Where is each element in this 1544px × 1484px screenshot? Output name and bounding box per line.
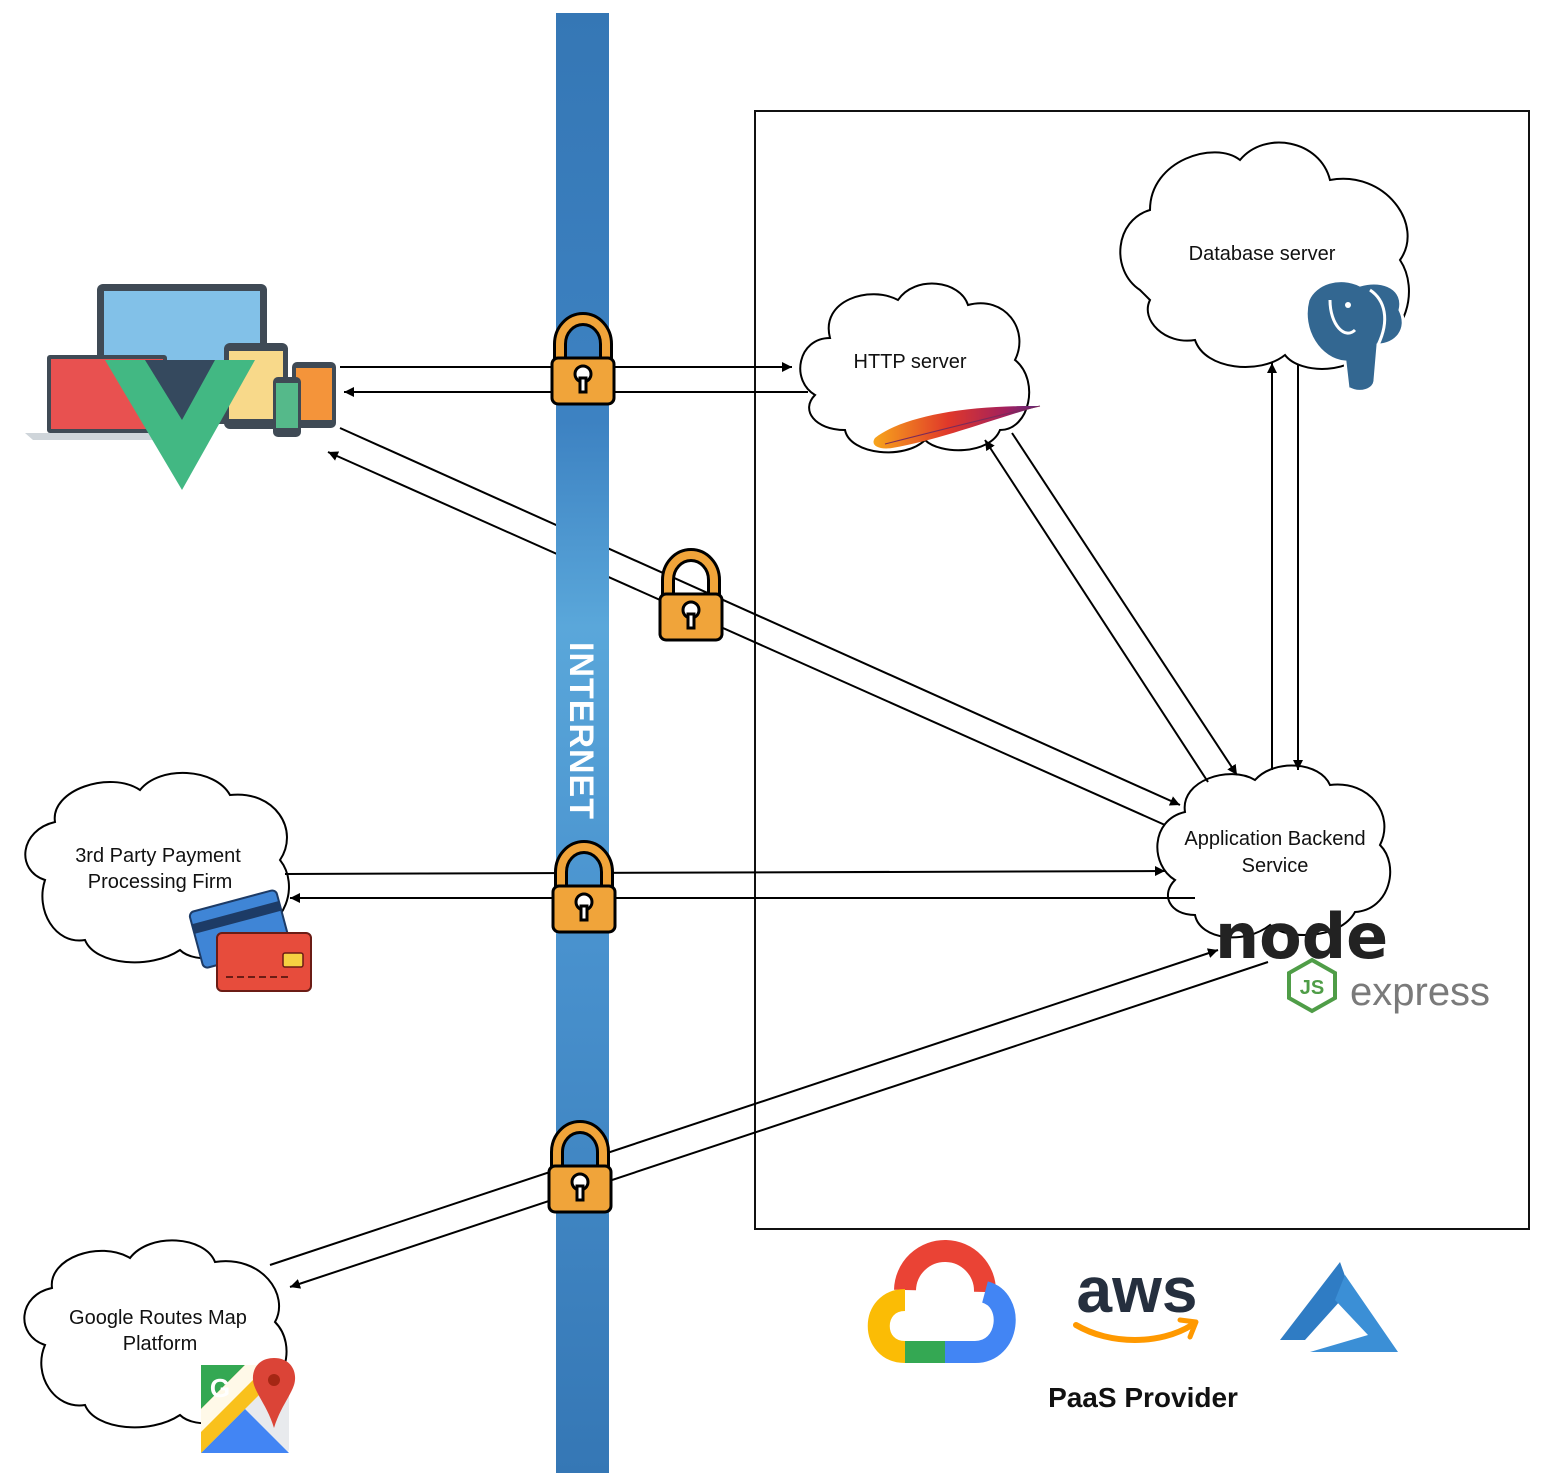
google-cloud-icon — [867, 1240, 1016, 1363]
payment-label-line1: 3rd Party Payment — [75, 845, 241, 867]
svg-text:G: G — [210, 1373, 230, 1403]
arrow-backend-to-client — [327, 451, 1166, 826]
google-routes-label-line1: Google Routes Map — [69, 1307, 247, 1329]
internet-label: INTERNET — [562, 642, 600, 820]
database-server-label: Database server — [1189, 243, 1336, 265]
postgresql-elephant-icon — [1304, 279, 1405, 393]
google-maps-icon: G — [201, 1358, 296, 1453]
arrow-client-to-backend — [339, 427, 1181, 806]
apache-feather-icon — [873, 405, 1041, 449]
credit-card-icon — [188, 889, 312, 992]
app-backend-cloud — [1156, 764, 1392, 939]
svg-text:aws: aws — [1077, 1254, 1198, 1326]
arrow-google-to-backend — [269, 948, 1219, 1266]
arrow-backend-to-http — [984, 439, 1209, 783]
padlock-icon — [660, 555, 722, 640]
payment-label-line2: Processing Firm — [88, 871, 232, 893]
paas-provider-label: PaaS Provider — [1048, 1382, 1238, 1413]
paas-boundary — [754, 110, 1530, 1230]
azure-icon — [1280, 1262, 1398, 1352]
arrow-http-to-backend — [1011, 432, 1238, 776]
internet-bar — [556, 13, 609, 1473]
google-routes-label-line2: Platform — [123, 1333, 197, 1355]
svg-text:node: node — [1215, 900, 1388, 973]
app-backend-label-line1: Application Backend — [1184, 828, 1365, 850]
svg-text:JS: JS — [1300, 977, 1324, 999]
aws-icon: aws — [1073, 1254, 1199, 1343]
express-logo-icon: express — [1350, 970, 1490, 1014]
arrow-payment-to-backend — [284, 866, 1166, 877]
vue-logo-icon — [105, 360, 255, 490]
arrow-backend-to-google — [289, 961, 1269, 1289]
app-backend-label-line2: Service — [1242, 855, 1309, 877]
http-server-label: HTTP server — [854, 351, 967, 373]
nodejs-logo-icon: node JS — [1215, 900, 1388, 1014]
